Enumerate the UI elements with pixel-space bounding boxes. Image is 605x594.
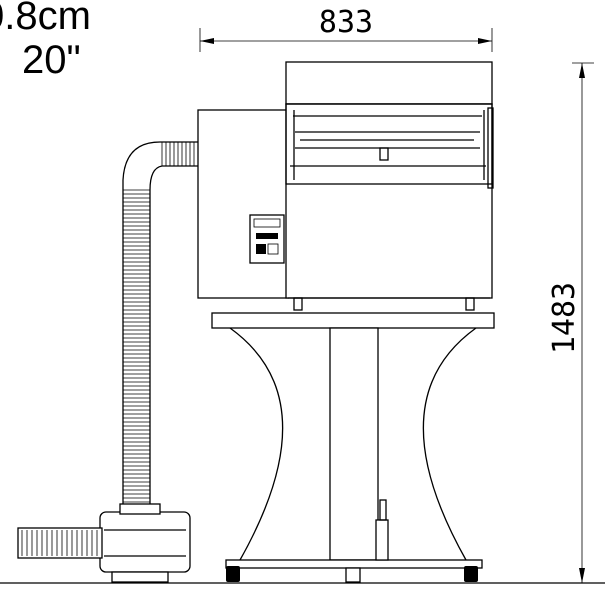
width-dimension-label: 833 [319,5,373,40]
caster-right [464,566,478,582]
pedestal-stand [225,327,483,583]
width-dimension: 833 [199,5,493,52]
flexible-hose [122,141,198,512]
height-dimension: 1483 [547,62,594,584]
size-imperial-label: 20" [22,38,81,82]
table-top [211,312,495,329]
control-panel [249,214,285,264]
caster-left [226,566,240,582]
size-metric-label: 0.8cm [0,0,91,38]
blower-unit [17,503,191,583]
size-annotation: 0.8cm 20" [0,0,91,82]
main-cabinet [197,61,494,311]
height-dimension-label: 1483 [547,282,582,354]
